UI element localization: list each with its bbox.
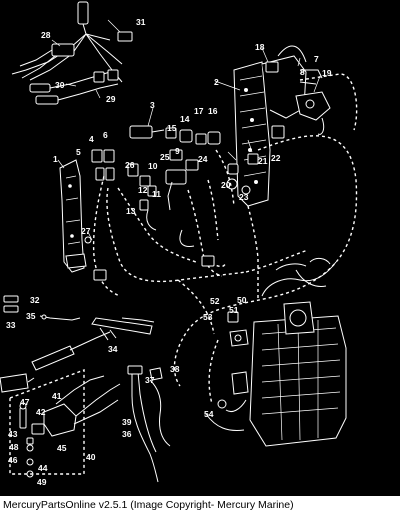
leader-lines <box>51 19 321 241</box>
callout-11: 11 <box>152 189 161 199</box>
main-wiring-harness <box>92 149 309 335</box>
callout-16: 16 <box>208 106 218 116</box>
harness-routing-outline <box>173 73 358 387</box>
callout-44: 44 <box>38 463 48 473</box>
callout-40: 40 <box>86 452 96 462</box>
callout-37: 37 <box>145 375 155 385</box>
callout-50: 50 <box>237 295 247 305</box>
callout-42: 42 <box>36 407 46 417</box>
callout-5: 5 <box>76 147 81 157</box>
callout-30: 30 <box>55 80 65 90</box>
callout-15: 15 <box>167 123 177 133</box>
callout-29: 29 <box>106 94 116 104</box>
callout-9: 9 <box>175 146 180 156</box>
callout-28: 28 <box>41 30 51 40</box>
callout-7: 7 <box>314 54 319 64</box>
callout-45: 45 <box>57 443 67 453</box>
callout-33: 33 <box>6 320 16 330</box>
callout-12: 12 <box>138 185 148 195</box>
callout-36: 36 <box>122 429 132 439</box>
callout-19: 19 <box>322 68 332 78</box>
callout-54: 54 <box>204 409 214 419</box>
callout-10: 10 <box>148 161 158 171</box>
callout-8: 8 <box>300 67 305 77</box>
callout-47: 47 <box>20 397 30 407</box>
callout-53: 53 <box>203 312 213 322</box>
callout-49: 49 <box>37 477 47 487</box>
callout-51: 51 <box>229 305 239 315</box>
callout-26: 26 <box>125 160 135 170</box>
engine-block-group <box>205 257 347 447</box>
callout-27: 27 <box>81 226 91 236</box>
loose-parts-group <box>0 295 171 483</box>
callout-52: 52 <box>210 296 220 306</box>
callout-4: 4 <box>89 134 94 144</box>
callout-3: 3 <box>150 100 155 110</box>
callout-23: 23 <box>239 192 249 202</box>
callout-6: 6 <box>103 130 108 140</box>
callout-17: 17 <box>194 106 204 116</box>
callout-18: 18 <box>255 42 265 52</box>
callout-labels: 1 2 3 4 5 6 7 8 9 10 11 12 13 14 15 16 1… <box>6 17 332 487</box>
callout-34: 34 <box>108 344 118 354</box>
callout-14: 14 <box>180 114 190 124</box>
left-mounting-bracket <box>59 159 92 273</box>
callout-1: 1 <box>53 154 58 164</box>
callout-32: 32 <box>30 295 40 305</box>
callout-2: 2 <box>214 77 219 87</box>
control-module-group <box>226 45 331 207</box>
callout-25: 25 <box>160 152 170 162</box>
harness-connector-group <box>11 1 133 105</box>
callout-35: 35 <box>26 311 36 321</box>
callout-21: 21 <box>258 156 268 166</box>
exploded-parts-diagram: 1 2 3 4 5 6 7 8 9 10 11 12 13 14 15 16 1… <box>0 1 358 487</box>
callout-22: 22 <box>271 153 281 163</box>
callout-24: 24 <box>198 154 208 164</box>
callout-38: 38 <box>170 364 180 374</box>
relay-fuse-group <box>91 125 221 211</box>
callout-39: 39 <box>122 417 132 427</box>
callout-43: 43 <box>8 429 18 439</box>
callout-13: 13 <box>126 206 136 216</box>
copyright-footer: MercuryPartsOnline v2.5.1 (Image Copyrig… <box>0 496 400 514</box>
callout-41: 41 <box>52 391 62 401</box>
callout-20: 20 <box>221 180 231 190</box>
callout-31: 31 <box>136 17 146 27</box>
callout-46: 46 <box>8 455 18 465</box>
callout-48: 48 <box>9 442 19 452</box>
